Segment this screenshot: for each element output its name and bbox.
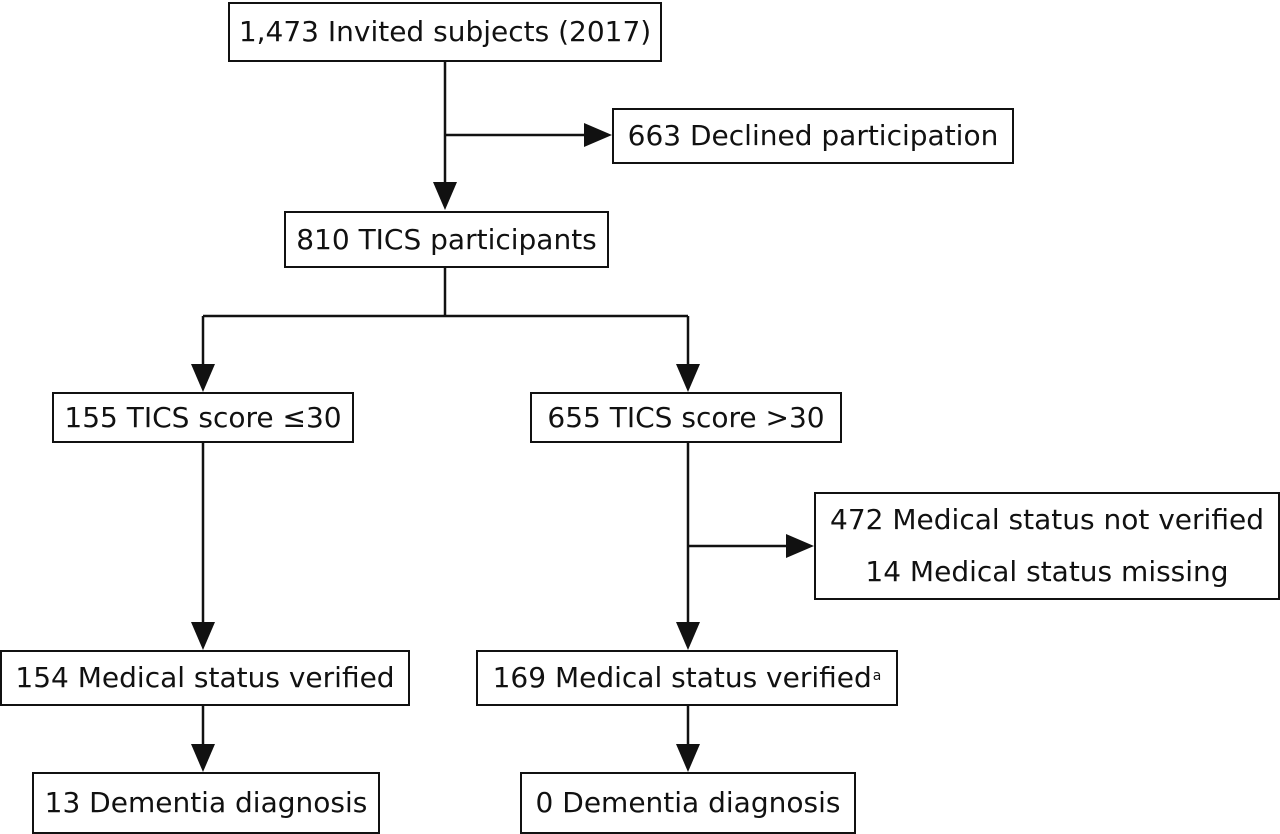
tics-participants-box: 810 TICS participants: [284, 211, 609, 268]
footnote-marker: a: [872, 668, 882, 684]
invited-subjects-box: 1,473 Invited subjects (2017): [228, 2, 662, 62]
arrowhead-declined: [584, 123, 612, 147]
arrowhead-low-verified: [191, 622, 215, 650]
invited-subjects-label: 1,473 Invited subjects (2017): [238, 15, 652, 48]
medical-status-not-verified-label: 472 Medical status not verified: [830, 503, 1264, 536]
low-tics-score-label: 155 TICS score ≤30: [64, 400, 342, 434]
high-dementia-diagnosis-label: 0 Dementia diagnosis: [535, 786, 841, 819]
high-tics-score-label: 655 TICS score >30: [547, 400, 825, 434]
medical-status-missing-label: 14 Medical status missing: [865, 555, 1229, 588]
declined-participation-label: 663 Declined participation: [627, 119, 999, 152]
high-dementia-diagnosis-box: 0 Dementia diagnosis: [520, 772, 856, 834]
high-tics-score-box: 655 TICS score >30: [530, 392, 842, 443]
declined-participation-box: 663 Declined participation: [612, 108, 1014, 164]
tics-participants-label: 810 TICS participants: [296, 222, 597, 256]
low-dementia-diagnosis-box: 13 Dementia diagnosis: [32, 772, 380, 834]
arrowhead-low-dementia: [191, 744, 215, 772]
high-medical-verified-label: 169 Medical status verified: [492, 661, 872, 694]
arrowhead-participants: [433, 182, 457, 210]
arrowhead-excluded: [786, 534, 814, 558]
arrowhead-high-dementia: [676, 744, 700, 772]
low-tics-score-box: 155 TICS score ≤30: [52, 392, 354, 443]
arrowhead-high-score: [676, 364, 700, 392]
low-medical-verified-box: 154 Medical status verified: [0, 650, 410, 706]
low-dementia-diagnosis-label: 13 Dementia diagnosis: [44, 786, 368, 819]
low-medical-verified-label: 154 Medical status verified: [15, 661, 395, 694]
arrowhead-high-verified: [676, 622, 700, 650]
arrowhead-low-score: [191, 364, 215, 392]
excluded-medical-status-box: 472 Medical status not verified 14 Medic…: [814, 492, 1280, 600]
